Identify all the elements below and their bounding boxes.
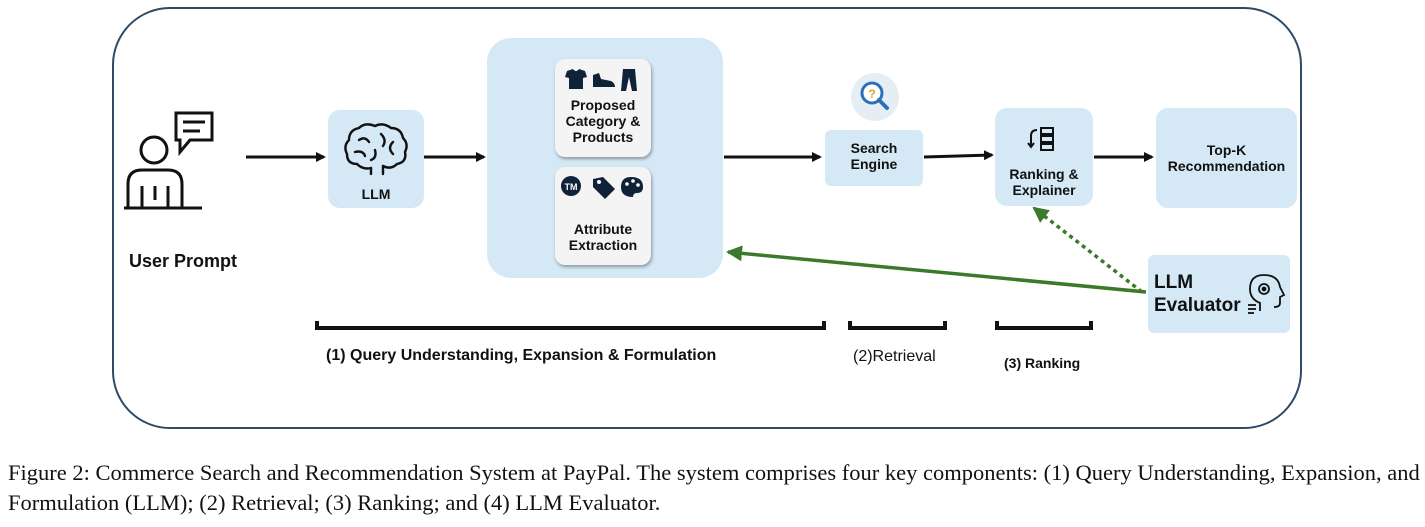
proposed-card: Proposed Category & Products	[555, 59, 651, 157]
search-engine-label: Search Engine	[850, 140, 898, 173]
search-magnifier-icon: ?	[851, 73, 899, 121]
sort-icon	[1027, 127, 1054, 151]
llm-label: LLM	[361, 186, 391, 202]
trademark-icon	[561, 176, 581, 196]
evaluator-label-line1: LLM	[1154, 272, 1194, 293]
proposed-label: Proposed Category & Products	[565, 97, 641, 146]
topk-box: Top-K Recommendation	[1156, 108, 1297, 208]
clothing-icons	[565, 69, 637, 91]
evaluator-head-icon	[1248, 274, 1286, 314]
tshirt-icon	[565, 69, 587, 89]
svg-text:TM: TM	[565, 182, 578, 192]
stage-1-label: (1) Query Understanding, Expansion & For…	[326, 347, 717, 364]
brain-icon	[344, 123, 408, 176]
search-engine-box: Search Engine	[825, 130, 923, 186]
svg-text:?: ?	[868, 87, 875, 101]
stage-3-label: (3) Ranking	[1004, 355, 1081, 371]
llm-box: LLM	[328, 110, 424, 208]
query-understanding-box: Proposed Category & Products TM Attribut…	[487, 38, 723, 278]
evaluator-label-line2: Evaluator	[1154, 295, 1241, 316]
diagram-frame	[112, 7, 1302, 429]
attribute-label: Attribute Extraction	[568, 221, 638, 254]
llm-evaluator-box: LLM Evaluator	[1148, 255, 1290, 333]
pants-icon	[621, 69, 637, 91]
tag-icon	[593, 177, 615, 199]
stage-2-label: (2)Retrieval	[853, 348, 936, 365]
attribute-icons: TM	[561, 176, 643, 199]
attribute-card: TM Attribute Extraction	[555, 167, 651, 265]
ranking-box: Ranking & Explainer	[995, 108, 1093, 206]
ranking-label: Ranking & Explainer	[1009, 166, 1079, 199]
user-prompt-label: User Prompt	[128, 251, 238, 271]
shoe-icon	[593, 73, 615, 87]
topk-label: Top-K Recommendation	[1167, 142, 1286, 175]
palette-icon	[621, 177, 643, 197]
figure-caption: Figure 2: Commerce Search and Recommenda…	[8, 460, 1420, 515]
